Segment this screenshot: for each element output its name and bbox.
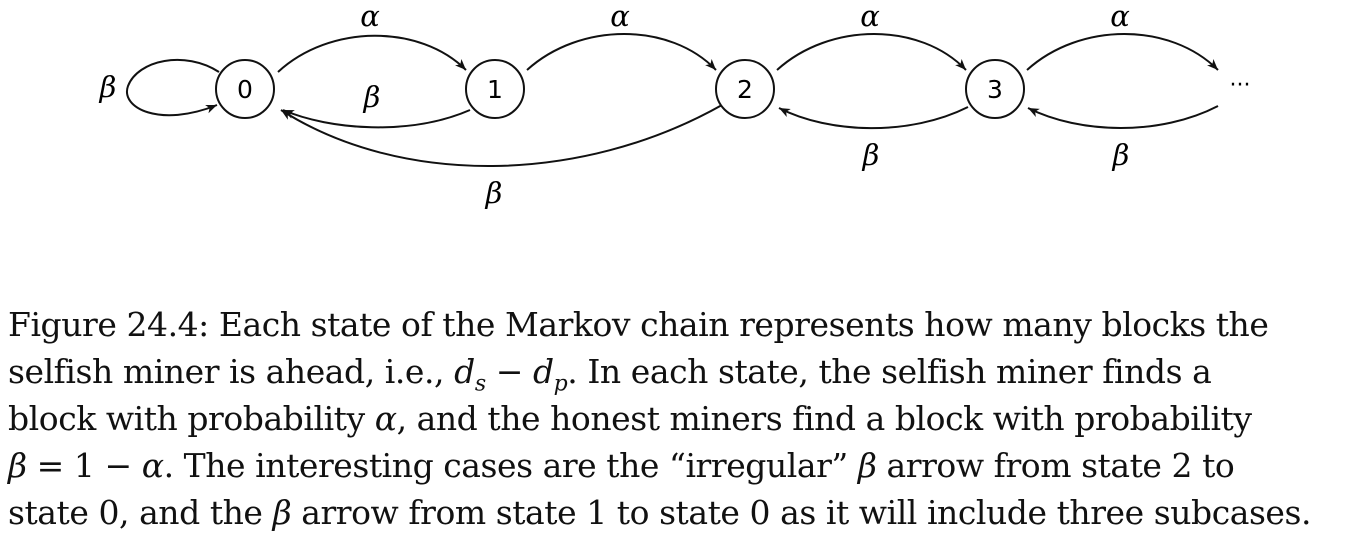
continuation-ellipsis: ··· (1230, 73, 1251, 98)
edge-beta-next-to-3 (1027, 105, 1219, 129)
caption-equation: = 1 − (26, 446, 142, 485)
caption-sub-s: s (474, 371, 486, 397)
edge-beta-1-to-0 (282, 109, 471, 129)
markov-chain-diagram: 0 1 2 3 ··· β α α α α β β β β (99, 0, 1251, 210)
edge-alpha-2-to-3 (776, 33, 967, 71)
caption-beta-irregular: β (857, 446, 877, 485)
label-alpha-1-2: α (610, 0, 630, 33)
state-label-0: 0 (237, 75, 253, 104)
label-alpha-2-3: α (860, 0, 880, 33)
state-node-2: 2 (715, 59, 775, 119)
edge-beta-3-to-2 (778, 106, 969, 130)
caption-alpha-eq: α (141, 446, 164, 485)
caption-sub-p: p (553, 371, 568, 397)
label-self-loop-0: β (99, 70, 117, 104)
label-beta-next-3: β (1112, 138, 1130, 172)
edge-alpha-3-to-next (1026, 33, 1219, 71)
caption-line-3-text: block with probability (8, 399, 375, 438)
label-alpha-3-next: α (1110, 0, 1130, 33)
edge-beta-2-to-0 (280, 104, 723, 167)
caption-var-d-p: d (532, 352, 554, 391)
caption-beta-arrow: β (272, 493, 292, 532)
label-beta-3-2: β (862, 138, 880, 172)
caption-line-4-end: arrow from state 2 to (876, 446, 1235, 485)
caption-line-5-end: arrow from state 1 to state 0 as it will… (291, 493, 1312, 532)
state-node-0: 0 (215, 59, 275, 119)
caption-var-d-s: d (454, 352, 475, 391)
figure-caption: Figure 24.4: Each state of the Markov ch… (8, 301, 1350, 536)
caption-line-3-end: , and the honest miners find a block wit… (396, 399, 1252, 438)
caption-line-2-end: . In each state, the selfish miner finds… (567, 352, 1212, 391)
caption-line-2-text: selfish miner is ahead, i.e., (8, 352, 455, 391)
state-label-2: 2 (737, 75, 753, 104)
state-label-3: 3 (987, 75, 1003, 104)
label-alpha-0-1: α (360, 0, 380, 33)
label-beta-1-0: β (363, 80, 381, 114)
edge-alpha-1-to-2 (526, 33, 717, 71)
state-label-1: 1 (487, 75, 503, 104)
caption-line-5-text: state 0, and the (8, 493, 273, 532)
label-beta-2-0: β (485, 176, 503, 210)
edge-alpha-0-to-1 (277, 34, 467, 73)
caption-beta-eq: β (8, 446, 27, 485)
edge-self-loop-0 (125, 58, 220, 117)
state-node-1: 1 (465, 59, 525, 119)
caption-line-1: Figure 24.4: Each state of the Markov ch… (8, 305, 1269, 344)
caption-minus: − (485, 352, 533, 391)
caption-alpha: α (374, 399, 397, 438)
caption-line-4-text: . The interesting cases are the “irregul… (163, 446, 858, 485)
state-node-3: 3 (965, 59, 1025, 119)
